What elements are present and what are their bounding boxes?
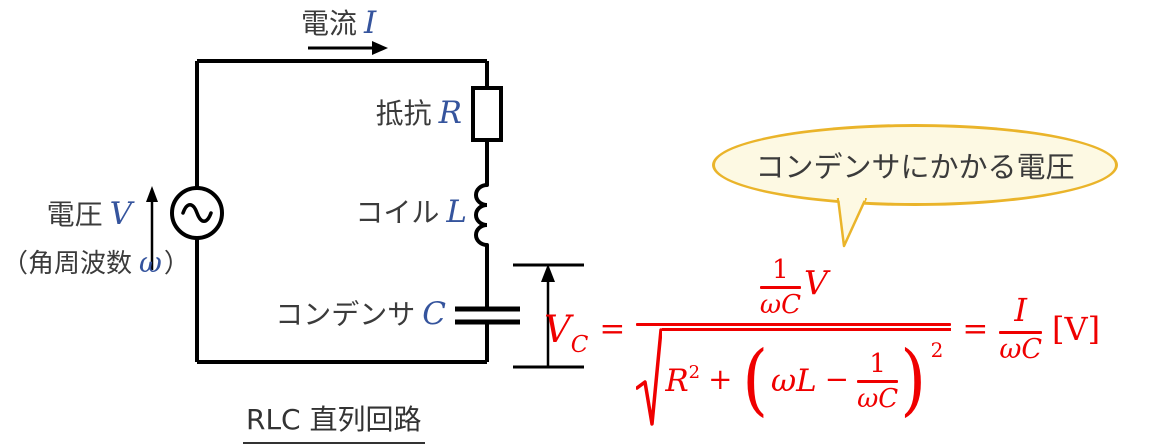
- voltage-v-factor: V: [803, 263, 828, 303]
- fraction-bar: [999, 330, 1043, 334]
- unit-volts: [V]: [1052, 310, 1101, 349]
- square-exponent: 2: [930, 338, 944, 363]
- l-symbol: L: [796, 363, 817, 400]
- rhs-denominator: ωC: [999, 333, 1043, 365]
- capacitor-symbol: [455, 306, 520, 325]
- current-variable: I: [364, 5, 377, 41]
- main-fraction-bar: [636, 323, 952, 327]
- omega-symbol: ω: [770, 363, 797, 400]
- denominator-omega-c: ωC: [759, 290, 801, 321]
- angular-frequency-close: ）: [163, 249, 190, 279]
- voltage-arrow-icon: [146, 186, 158, 270]
- inductor-label-text: コイル: [355, 196, 440, 229]
- angular-frequency-variable: ω: [139, 246, 162, 279]
- resistor-symbol: [471, 86, 503, 142]
- inner-one-over-omega-c: 1 ωC: [857, 348, 899, 414]
- circuit-wires: [195, 59, 489, 364]
- minus-sign: −: [824, 362, 850, 397]
- radical-sign-icon: [636, 328, 662, 428]
- vc-subscript: C: [570, 331, 589, 358]
- current-arrow-icon: [308, 41, 388, 55]
- resistor-variable: R: [438, 95, 462, 131]
- resistor-label-text: 抵抗: [375, 97, 432, 130]
- circuit-caption: RLC 直列回路: [243, 398, 425, 444]
- fraction-bar: [857, 379, 899, 383]
- vc-measurement-arrow: [513, 263, 584, 369]
- inductor-symbol: [474, 183, 489, 247]
- numerator-one: 1: [772, 255, 789, 285]
- r-exponent: 2: [688, 361, 701, 383]
- one-over-omega-c: 1 ωC: [759, 255, 801, 321]
- left-paren: (: [742, 335, 769, 426]
- formula-lhs: VC: [544, 307, 588, 358]
- capacitor-variable: C: [422, 296, 446, 332]
- equals-sign-2: =: [962, 311, 989, 348]
- capacitor-label-text: コンデンサ: [275, 298, 416, 331]
- ac-source-icon: [170, 186, 224, 240]
- angular-frequency-text: （角周波数: [2, 249, 133, 279]
- callout-bubble: コンデンサにかかる電圧: [712, 124, 1118, 206]
- right-paren: ): [900, 335, 927, 426]
- inner-numerator-one: 1: [869, 348, 886, 379]
- current-label-text: 電流: [301, 7, 358, 40]
- current-i-symbol: I: [1014, 291, 1027, 330]
- r-symbol: R: [665, 363, 689, 400]
- equals-sign-1: =: [599, 311, 626, 348]
- callout-tail: [836, 198, 868, 248]
- vc-symbol: V: [544, 307, 571, 351]
- callout-text: コンデンサにかかる電圧: [755, 150, 1075, 184]
- fraction-bar: [759, 286, 801, 290]
- inner-denominator-omega-c: ωC: [857, 383, 899, 414]
- voltage-label-text: 電圧: [46, 198, 103, 231]
- inductor-variable: L: [446, 194, 467, 230]
- i-over-omega-c: I ωC: [999, 291, 1043, 365]
- plus-sign: +: [708, 362, 733, 397]
- main-fraction-numerator: 1 ωC V: [754, 256, 834, 321]
- voltage-variable: V: [109, 196, 132, 232]
